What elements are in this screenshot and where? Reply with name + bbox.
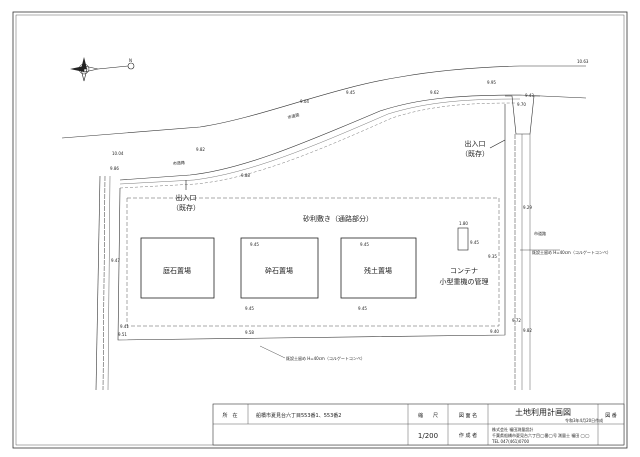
level-point: 9.47 xyxy=(111,258,120,263)
right-drain xyxy=(505,95,540,135)
level-point: 9.45 xyxy=(358,306,367,311)
level-point: 9.45 xyxy=(360,242,369,247)
boundary-left-mid xyxy=(102,175,106,391)
curb-line-2 xyxy=(119,102,516,189)
level-point: 9.45 xyxy=(250,242,259,247)
drawing-date: 令和3年4月20日作成 xyxy=(565,417,603,423)
level-point: 9.86 xyxy=(110,166,119,171)
level-point: 9.88 xyxy=(241,173,250,178)
road-label: 市道路 xyxy=(287,111,300,120)
container-label-1: コンテナ xyxy=(450,267,478,275)
building-niwaishi xyxy=(140,237,215,299)
scale-label: 縮 尺 xyxy=(418,412,438,419)
curb-line-1 xyxy=(119,98,521,185)
author-address: 千葉県船橋市夏見台六丁目◯番◯号 xyxy=(492,432,557,438)
entrance-left-line1: 出入口 xyxy=(176,193,197,202)
drawing-name-label: 図 面 名 xyxy=(459,412,477,419)
level-point: 9.95 xyxy=(487,80,496,85)
building-saiseki xyxy=(240,237,319,299)
building-niwaishi-label: 庭石置場 xyxy=(163,266,191,275)
level-point: 10.04 xyxy=(112,151,124,156)
compass-icon: N xyxy=(70,57,135,82)
location-label: 所 在 xyxy=(222,412,237,419)
entrance-right-line1: 出入口 xyxy=(465,139,486,148)
road-label: 市道路 xyxy=(534,230,546,236)
level-point: 9.35 xyxy=(488,254,497,259)
level-point: 9.62 xyxy=(430,90,439,95)
surveyor: 測量士 福田 ◯◯ xyxy=(558,432,590,438)
level-point: 9.04 xyxy=(300,99,309,104)
compass-north-label: N xyxy=(129,58,132,63)
level-point: 9.45 xyxy=(470,240,479,245)
sheet-number-label: 図 番 xyxy=(605,412,617,419)
title-block: 所 在 船橋市夏見台六丁目553番1、553番2 縮 尺 1/200 図 面 名… xyxy=(212,403,625,446)
gravel-label: 砂利敷き（通路部分） xyxy=(303,214,373,223)
entrance-right-arrow xyxy=(489,139,506,149)
author-phone: TEL 047(461)0700 xyxy=(491,439,529,444)
note-leader-bottom xyxy=(259,345,286,359)
level-point: 9.43 xyxy=(525,93,534,98)
elevation-points: 9.45 9.45 9.45 9.45 9.45 9.41 9.51 9.58 … xyxy=(110,59,589,337)
location-value: 船橋市夏見台六丁目553番1、553番2 xyxy=(256,412,341,419)
level-point: 9.72 xyxy=(512,318,521,323)
level-point: 9.40 xyxy=(490,329,499,334)
fence-note-right: 既設土留め H=40cm（コルゲートコンベ） xyxy=(532,249,611,255)
inner-frame xyxy=(15,14,625,446)
level-point: 9.45 xyxy=(245,306,254,311)
author-company: 株式会社 福田測量設計 xyxy=(492,426,533,432)
drawing-name-value: 土地利用計画図 xyxy=(515,407,571,417)
level-point: 9.82 xyxy=(196,147,205,152)
fence-note-bottom: 既設土留め H=40cm（コルゲートコンベ） xyxy=(286,355,365,361)
level-point: 9.58 xyxy=(245,330,254,335)
entrance-right-line2: （既存） xyxy=(461,149,489,158)
container-label-2: 小型重機の管理 xyxy=(440,277,489,286)
site-dashed-inner xyxy=(126,197,500,327)
level-point: 9.70 xyxy=(517,102,526,107)
scale-value: 1/200 xyxy=(418,432,438,440)
boundary-left-outer xyxy=(95,175,101,391)
level-point: 9.82 xyxy=(523,328,532,333)
road-label: 市道路 xyxy=(173,159,185,166)
container-dim: 1.80 xyxy=(459,221,468,226)
level-point: 9.41 xyxy=(120,324,129,329)
container-box xyxy=(457,227,469,251)
level-point: 9.45 xyxy=(346,90,355,95)
outer-frame xyxy=(12,11,628,449)
road-edge-outer xyxy=(61,65,586,139)
author-label: 作 成 者 xyxy=(459,432,477,439)
level-point: 9.29 xyxy=(523,205,532,210)
level-point: 9.51 xyxy=(118,332,127,337)
site-boundary xyxy=(117,104,506,341)
building-zando-label: 残土置場 xyxy=(364,266,392,275)
building-zando xyxy=(340,237,417,299)
boundary-left-inner xyxy=(107,175,111,391)
entrance-left-line2: （既存） xyxy=(172,203,200,212)
level-point: 10.63 xyxy=(577,59,589,64)
building-saiseki-label: 砕石置場 xyxy=(265,266,293,275)
road-edge-inner xyxy=(119,94,587,181)
